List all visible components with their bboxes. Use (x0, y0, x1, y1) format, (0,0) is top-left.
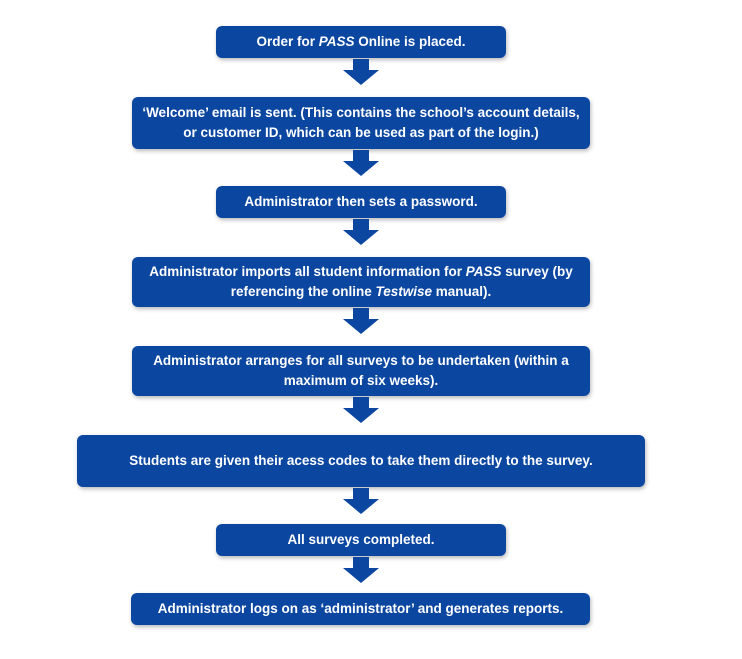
step-welcome-email-label: ‘Welcome’ email is sent. (This contains … (142, 105, 580, 140)
step-import-students-text-5: manual). (432, 284, 492, 299)
step-import-students-text-2: PASS (465, 264, 502, 279)
step-generate-reports-label: Administrator logs on as ‘administrator’… (157, 601, 564, 616)
arrow-down-5 (343, 397, 379, 423)
arrow-down-6 (343, 488, 379, 514)
step-order-placed-text-3: Online is placed. (354, 34, 466, 49)
step-import-students-text-4: Testwise (375, 284, 433, 299)
step-surveys-completed-label: All surveys completed. (287, 532, 435, 547)
arrow-down-7 (343, 557, 379, 583)
step-surveys-completed: All surveys completed. (216, 524, 506, 556)
step-order-placed-label: Order for PASS Online is placed. (256, 32, 465, 52)
step-order-placed: Order for PASS Online is placed. (216, 26, 506, 58)
step-arrange-surveys: Administrator arranges for all surveys t… (132, 346, 590, 396)
step-order-placed-text-2: PASS (318, 34, 355, 49)
step-generate-reports: Administrator logs on as ‘administrator’… (131, 593, 590, 625)
step-welcome-email: ‘Welcome’ email is sent. (This contains … (132, 97, 590, 149)
step-set-password-label: Administrator then sets a password. (244, 194, 478, 209)
step-import-students-label: Administrator imports all student inform… (138, 262, 584, 302)
arrow-down-1 (343, 59, 379, 85)
step-arrange-surveys-label: Administrator arranges for all surveys t… (153, 353, 569, 388)
arrow-down-3 (343, 219, 379, 245)
step-import-students-text-3: survey (by referencing the online (230, 264, 573, 299)
step-import-students-text-1: Administrator imports all student inform… (149, 264, 466, 279)
arrow-down-4 (343, 308, 379, 334)
step-import-students: Administrator imports all student inform… (132, 257, 590, 307)
step-order-placed-text-1: Order for (256, 34, 319, 49)
step-set-password: Administrator then sets a password. (216, 186, 506, 218)
arrow-down-2 (343, 150, 379, 176)
step-access-codes-label: Students are given their acess codes to … (129, 453, 593, 468)
step-access-codes: Students are given their acess codes to … (77, 435, 645, 487)
